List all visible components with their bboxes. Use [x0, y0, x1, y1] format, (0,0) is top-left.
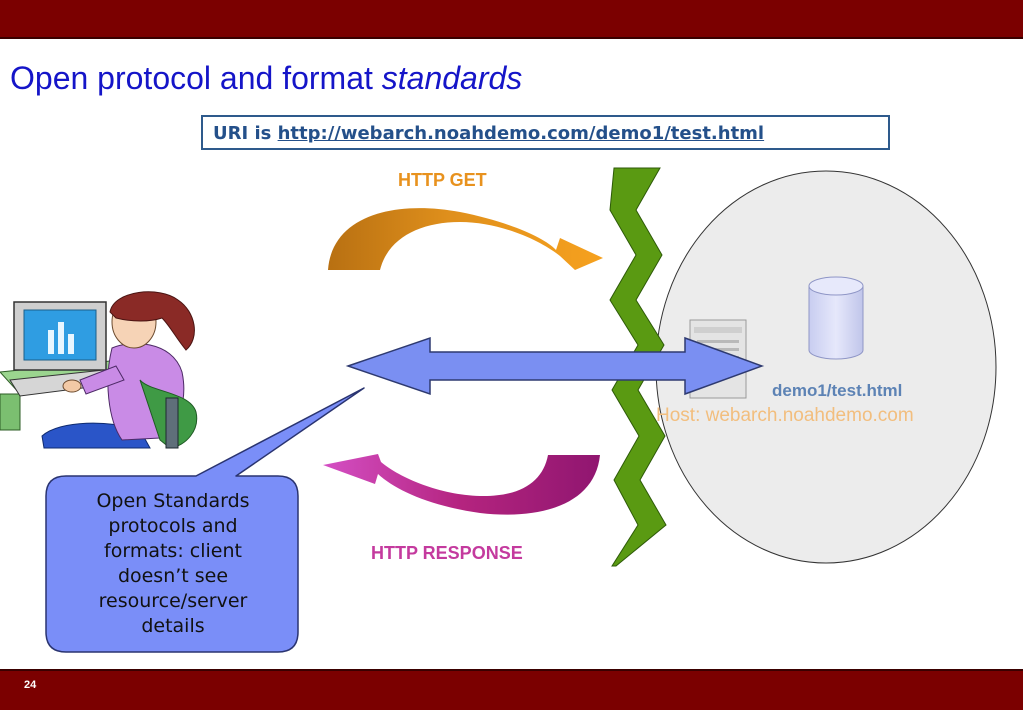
callout-text: Open Standards protocols and formats: cl…	[62, 489, 284, 639]
callout-line: resource/server	[98, 590, 248, 612]
database-cylinder-icon	[808, 276, 864, 360]
callout-line: Open Standards	[96, 490, 250, 512]
double-arrow	[345, 336, 765, 396]
uri-prefix: URI is	[213, 123, 278, 144]
response-arrow	[323, 454, 600, 515]
get-arrow	[328, 208, 603, 270]
resource-label: demo1/test.html	[772, 381, 903, 400]
host-label: Host: webarch.noahdemo.com	[656, 405, 914, 426]
http-get-label: HTTP GET	[398, 170, 487, 190]
title-main: Open protocol and format	[10, 60, 382, 96]
page-title: Open protocol and format standards	[10, 60, 522, 97]
callout-line: details	[141, 615, 205, 637]
http-response-label: HTTP RESPONSE	[371, 543, 523, 563]
callout-shape	[45, 387, 365, 653]
title-italic: standards	[381, 60, 523, 96]
top-banner	[0, 0, 1023, 39]
page-number: 24	[24, 679, 37, 691]
callout-line: protocols and	[108, 515, 238, 537]
user-at-computer-icon	[0, 291, 198, 449]
uri-link[interactable]: http://webarch.noahdemo.com/demo1/test.h…	[277, 123, 765, 144]
callout-line: formats: client	[104, 540, 242, 562]
bottom-banner: 24	[0, 669, 1023, 710]
uri-box: URI is http://webarch.noahdemo.com/demo1…	[201, 115, 890, 150]
callout-line: doesn’t see	[117, 565, 229, 587]
